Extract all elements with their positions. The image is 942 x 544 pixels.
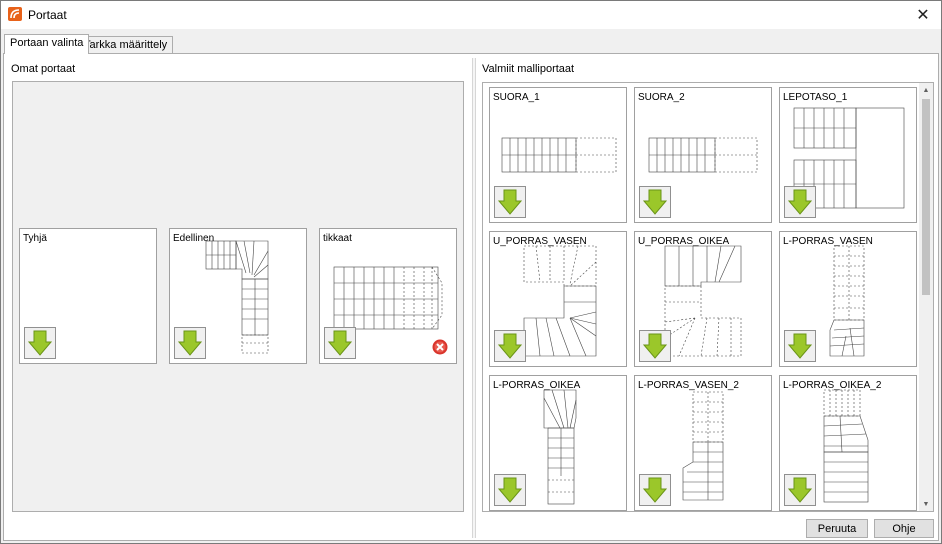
- apply-arrow-button[interactable]: [494, 186, 526, 218]
- card-title: SUORA_1: [493, 92, 540, 103]
- stair-card[interactable]: SUORA_2: [634, 87, 772, 223]
- arrow-down-icon: [643, 477, 667, 503]
- stair-card[interactable]: L-PORRAS_OIKEA: [489, 375, 627, 511]
- scroll-up-icon[interactable]: ▲: [922, 86, 930, 94]
- apply-arrow-button[interactable]: [639, 186, 671, 218]
- tab-portaan-valinta[interactable]: Portaan valinta: [4, 34, 90, 54]
- window-title: Portaat: [28, 8, 67, 22]
- scroll-down-icon[interactable]: ▼: [922, 500, 930, 508]
- stair-preview-lepotaso-1: [793, 107, 905, 209]
- stair-preview-l-porras-oikea: [543, 389, 577, 505]
- stair-card[interactable]: L-PORRAS_OIKEA_2: [779, 375, 917, 511]
- apply-arrow-button[interactable]: [324, 327, 356, 359]
- arrow-down-icon: [788, 477, 812, 503]
- stair-card[interactable]: L-PORRAS_VASEN_2: [634, 375, 772, 511]
- card-title: Edellinen: [173, 233, 215, 244]
- apply-arrow-button[interactable]: [784, 186, 816, 218]
- arrow-down-icon: [643, 189, 667, 215]
- stair-card[interactable]: LEPOTASO_1: [779, 87, 917, 223]
- close-icon[interactable]: ✕: [916, 7, 930, 24]
- splitter[interactable]: [472, 58, 476, 538]
- tab-content: Omat portaat Valmiit malliportaat Tyhjä: [3, 53, 939, 541]
- card-title: L-PORRAS_OIKEA: [493, 380, 581, 391]
- card-title: U_PORRAS_OIKEA: [638, 236, 730, 247]
- stair-card[interactable]: Edellinen: [169, 228, 307, 364]
- stair-preview-l-porras-vasen-2: [682, 391, 724, 501]
- card-title: L-PORRAS_VASEN_2: [638, 380, 739, 391]
- arrow-down-icon: [498, 333, 522, 359]
- stair-preview-l-porras-oikea-2: [823, 389, 869, 503]
- stair-card[interactable]: L-PORRAS_VASEN: [779, 231, 917, 367]
- arrow-down-icon: [328, 330, 352, 356]
- apply-arrow-button[interactable]: [639, 474, 671, 506]
- delete-icon[interactable]: [432, 339, 448, 355]
- card-title: tikkaat: [323, 233, 352, 244]
- card-title: U_PORRAS_VASEN: [493, 236, 587, 247]
- stair-card[interactable]: Tyhjä: [19, 228, 157, 364]
- apply-arrow-button[interactable]: [639, 330, 671, 362]
- title-bar: Portaat ✕: [1, 1, 941, 29]
- arrow-down-icon: [788, 189, 812, 215]
- vertical-scrollbar[interactable]: ▲ ▼: [919, 83, 933, 511]
- app-icon: [8, 7, 22, 21]
- stair-card[interactable]: U_PORRAS_VASEN: [489, 231, 627, 367]
- arrow-down-icon: [178, 330, 202, 356]
- apply-arrow-button[interactable]: [24, 327, 56, 359]
- stair-card[interactable]: tikkaat: [319, 228, 457, 364]
- arrow-down-icon: [788, 333, 812, 359]
- stair-preview-u-porras-vasen: [523, 245, 597, 357]
- stair-preview-l-porras-vasen: [829, 245, 865, 357]
- valmiit-malliportaat-label: Valmiit malliportaat: [482, 63, 575, 75]
- apply-arrow-button[interactable]: [784, 474, 816, 506]
- apply-arrow-button[interactable]: [784, 330, 816, 362]
- apply-arrow-button[interactable]: [494, 474, 526, 506]
- arrow-down-icon: [498, 477, 522, 503]
- stair-card[interactable]: U_PORRAS_OIKEA: [634, 231, 772, 367]
- own-stairs-panel: Tyhjä: [12, 81, 464, 512]
- card-title: LEPOTASO_1: [783, 92, 848, 103]
- apply-arrow-button[interactable]: [494, 330, 526, 362]
- arrow-down-icon: [498, 189, 522, 215]
- card-title: L-PORRAS_VASEN: [783, 236, 873, 247]
- stair-preview-suora-1: [501, 137, 617, 173]
- arrow-down-icon: [28, 330, 52, 356]
- stair-preview-suora-2: [648, 137, 758, 173]
- card-title: SUORA_2: [638, 92, 685, 103]
- arrow-down-icon: [643, 333, 667, 359]
- card-title: L-PORRAS_OIKEA_2: [783, 380, 882, 391]
- cancel-button[interactable]: Peruuta: [806, 519, 868, 538]
- card-title: Tyhjä: [23, 233, 47, 244]
- stair-card[interactable]: SUORA_1: [489, 87, 627, 223]
- omat-portaat-label: Omat portaat: [11, 63, 76, 75]
- stair-preview-edellinen: [205, 240, 269, 354]
- help-button[interactable]: Ohje: [874, 519, 934, 538]
- stair-preview-tikkaat: [333, 266, 443, 330]
- template-stairs-panel: SUORA_1 SUORA_2: [482, 82, 934, 512]
- apply-arrow-button[interactable]: [174, 327, 206, 359]
- tab-tarkka-maarittely[interactable]: Tarkka määrittely: [78, 36, 174, 54]
- scroll-thumb[interactable]: [922, 99, 930, 295]
